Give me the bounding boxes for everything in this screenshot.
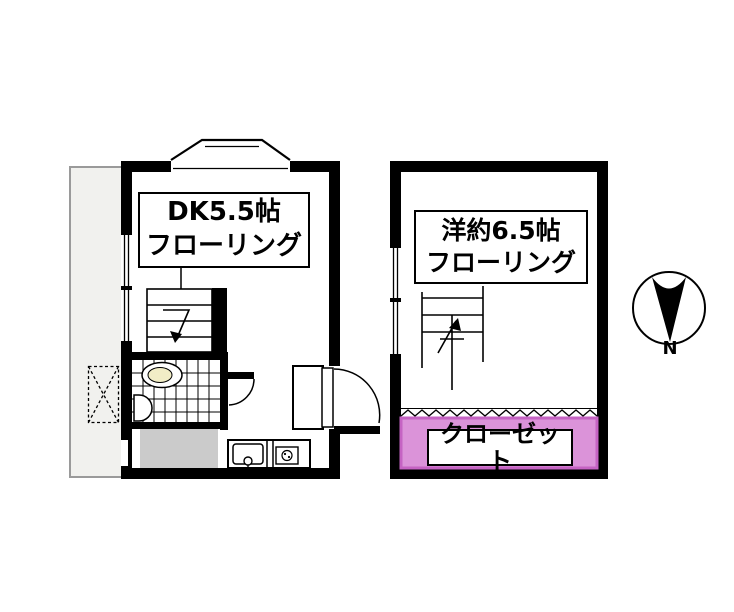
left-wall-slot	[121, 440, 128, 466]
entrance-door	[292, 365, 381, 434]
room-label-1f: DK5.5帖 フローリング	[138, 192, 310, 268]
window-left-1f	[121, 235, 132, 341]
stairs-down-arrow-icon	[163, 309, 191, 339]
bathroom-door	[228, 372, 255, 406]
compass	[632, 271, 706, 345]
compass-needle-icon	[652, 277, 686, 342]
stairs-1f	[146, 288, 227, 354]
room-label-2f: 洋約6.5帖 フローリング	[414, 210, 588, 284]
door-swing-arc	[333, 368, 381, 424]
washing-machine-area-icon	[87, 365, 120, 424]
window-left-2f	[390, 248, 401, 354]
closet-accordion-door	[400, 408, 598, 417]
entrance-area	[140, 429, 218, 468]
door-leaf	[321, 367, 334, 428]
stove-icon	[275, 446, 299, 465]
faucet-icon	[243, 456, 253, 466]
stairs-2f	[421, 286, 484, 390]
closet-label: クローゼット	[427, 421, 573, 474]
balcony	[69, 166, 123, 478]
toilet-icon	[141, 361, 183, 389]
wash-basin-icon	[133, 394, 153, 422]
compass-north-label: N	[662, 338, 678, 359]
room-2f-floor-type: フローリング	[425, 248, 576, 277]
room-1f-size: DK5.5帖	[167, 197, 281, 228]
room-2f-size: 洋約6.5帖	[441, 215, 561, 245]
bathroom	[132, 352, 228, 430]
bay-window	[170, 138, 291, 173]
floorplan-unit-1f	[69, 138, 381, 479]
room-1f-floor-type: フローリング	[145, 231, 302, 261]
kitchen-counter	[227, 439, 311, 469]
